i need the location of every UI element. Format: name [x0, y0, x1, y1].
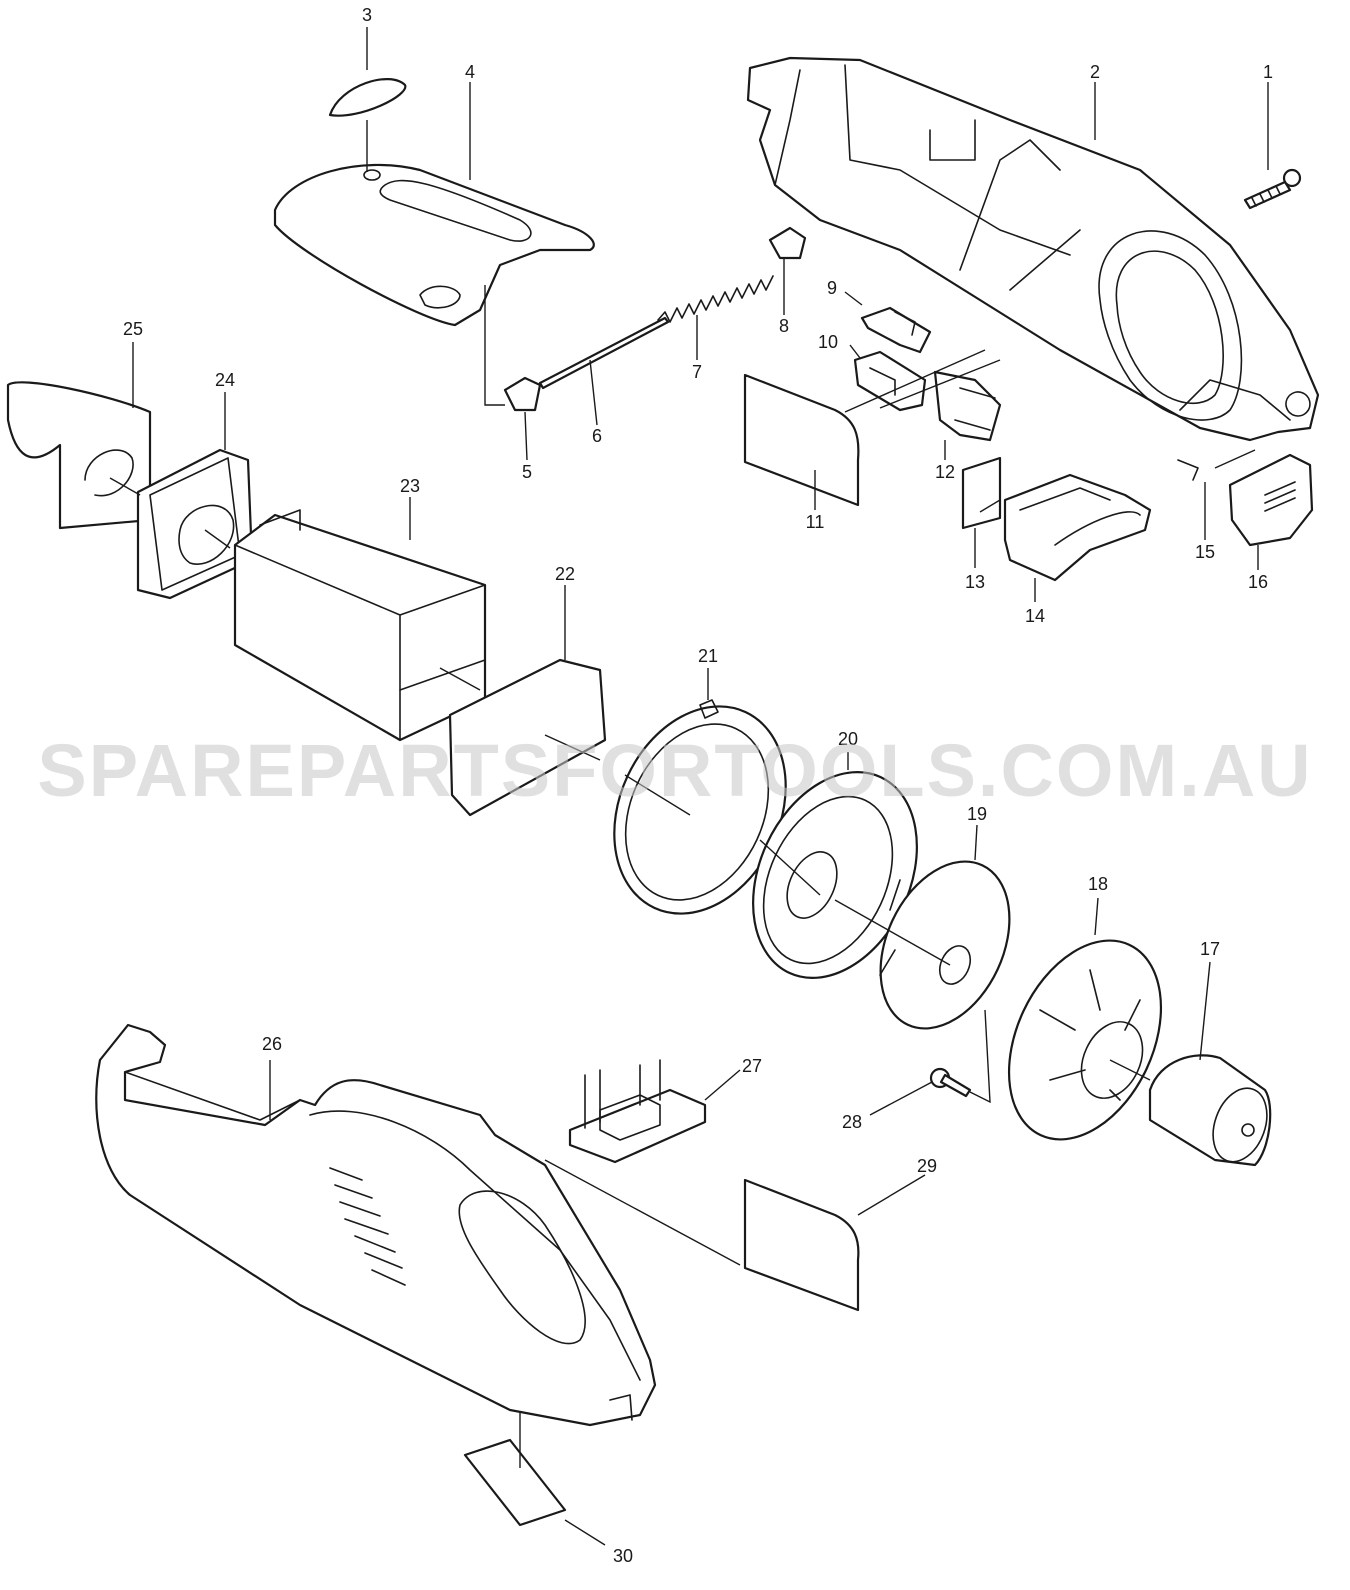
- part-22-filter-pad: [448, 658, 607, 817]
- callout-1: 1: [1263, 62, 1273, 82]
- part-27-pcb: [568, 1059, 707, 1164]
- callout-29: 29: [917, 1156, 937, 1176]
- part-23-filter-box: [233, 509, 487, 742]
- part-7-spring: [657, 275, 774, 323]
- callout-5: 5: [522, 462, 532, 482]
- part-15-clip: [1177, 459, 1199, 481]
- part-17-motor: [1148, 1054, 1272, 1167]
- part-26-housing-left: [95, 1023, 657, 1427]
- callout-13: 13: [965, 572, 985, 592]
- callout-16: 16: [1248, 572, 1268, 592]
- callout-11: 11: [806, 512, 825, 532]
- callout-26: 26: [262, 1034, 282, 1054]
- callout-10: 10: [818, 332, 838, 352]
- part-11-filter-pad: [743, 373, 860, 507]
- part-12-terminal: [933, 370, 1002, 442]
- part-13-plate: [961, 456, 1002, 530]
- callout-7: 7: [692, 362, 702, 382]
- part-20-fan-housing: [752, 771, 918, 979]
- callout-21: 21: [698, 646, 718, 666]
- part-8-rod-cap: [768, 226, 807, 260]
- callout-12: 12: [935, 462, 955, 482]
- callout-3: 3: [362, 5, 372, 25]
- part-30-label: [463, 1438, 567, 1527]
- callout-30: 30: [613, 1546, 633, 1566]
- callout-9: 9: [827, 278, 837, 298]
- part-5-rod-end: [503, 376, 542, 412]
- callout-20: 20: [838, 729, 858, 749]
- callout-8: 8: [779, 316, 789, 336]
- callout-28: 28: [842, 1112, 862, 1132]
- part-14-holder: [1003, 473, 1152, 582]
- callout-4: 4: [465, 62, 475, 82]
- callout-labels: 1 2 3 4 5 6 7 8 9 10 11 12 13 14 15 16 1…: [123, 5, 1273, 1566]
- callout-15: 15: [1195, 542, 1215, 562]
- callout-23: 23: [400, 476, 420, 496]
- part-25-seal: [6, 381, 152, 530]
- callout-24: 24: [215, 370, 235, 390]
- part-16-end-cap: [1228, 453, 1314, 547]
- callout-18: 18: [1088, 874, 1108, 894]
- part-28-screw: [929, 1067, 972, 1098]
- leader-lines: [109, 27, 1269, 1546]
- callout-6: 6: [592, 426, 602, 446]
- part-4-top-cover: [273, 163, 595, 327]
- part-19-impeller: [879, 860, 1011, 1030]
- callout-25: 25: [123, 319, 143, 339]
- part-18-fan: [1007, 939, 1163, 1141]
- callout-2: 2: [1090, 62, 1100, 82]
- part-3-pad: [328, 78, 407, 117]
- callout-22: 22: [555, 564, 575, 584]
- part-9-switch-button: [860, 306, 932, 354]
- part-6-rod: [538, 316, 670, 390]
- part-2-housing-right: [746, 56, 1320, 442]
- callout-14: 14: [1025, 606, 1045, 626]
- callout-27: 27: [742, 1056, 762, 1076]
- part-1-screw: [1243, 168, 1302, 210]
- callout-17: 17: [1200, 939, 1220, 959]
- callout-19: 19: [967, 804, 987, 824]
- part-29-filter-pad: [743, 1178, 860, 1312]
